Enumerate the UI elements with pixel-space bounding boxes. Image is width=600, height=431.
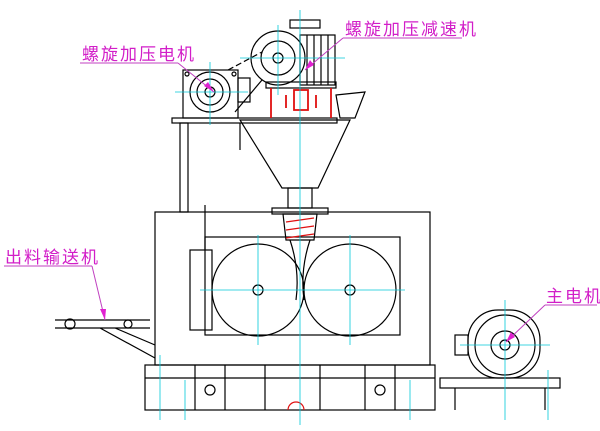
- centerlines: [159, 10, 550, 425]
- label-main-motor: 主电机: [546, 287, 600, 307]
- hopper: [238, 119, 351, 189]
- main-body: [154, 211, 431, 366]
- label-discharge-conveyor: 出料输送机: [5, 248, 100, 268]
- screw-feeder: [282, 213, 318, 241]
- base-frame: [144, 364, 436, 411]
- label-screw-reducer: 螺旋加压减速机: [345, 20, 478, 40]
- label-screw-motor: 螺旋加压电机: [82, 45, 196, 65]
- roller-housing: [204, 236, 401, 336]
- discharge-conveyor: [55, 319, 156, 359]
- leader-arrowheads: [100, 60, 515, 342]
